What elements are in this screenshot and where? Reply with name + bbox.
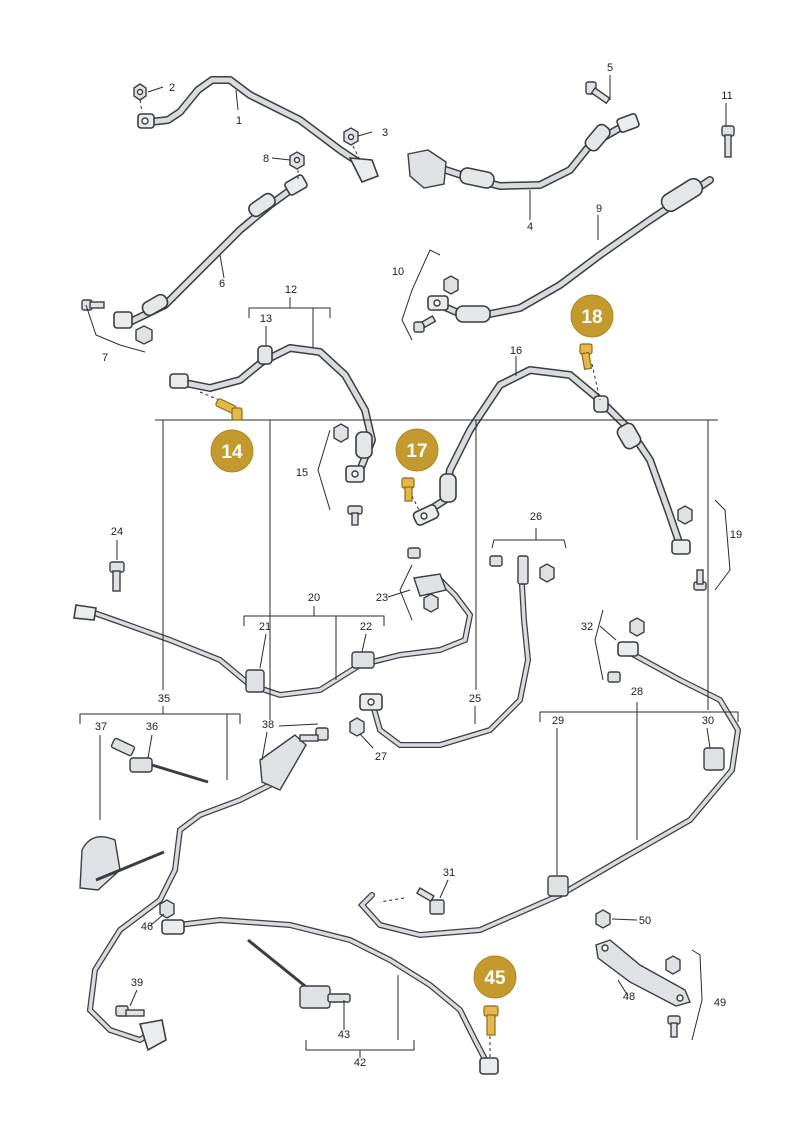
highlight-bolt-14[interactable] — [215, 398, 243, 421]
label-43: 43 — [338, 1029, 350, 1041]
bolt-7a[interactable] — [81, 299, 105, 311]
label-28: 28 — [631, 686, 643, 698]
bolt-32b[interactable] — [607, 671, 621, 683]
callout-14-label: 14 — [221, 442, 243, 463]
bolt-11[interactable] — [721, 125, 735, 158]
holder-43[interactable] — [247, 938, 351, 1009]
cable-42[interactable] — [161, 916, 499, 1075]
label-21: 21 — [259, 621, 271, 633]
label-46: 46 — [141, 921, 153, 933]
cable-16[interactable] — [412, 366, 691, 555]
label-12: 12 — [285, 284, 297, 296]
label-3: 3 — [382, 127, 388, 139]
label-23: 23 — [376, 592, 388, 604]
nut-15a[interactable] — [333, 423, 349, 443]
nut-19a[interactable] — [677, 505, 693, 525]
label-48: 48 — [623, 991, 635, 1003]
label-15: 15 — [296, 467, 308, 479]
cable-28[interactable] — [357, 641, 742, 939]
label-36: 36 — [146, 721, 158, 733]
clip-22[interactable] — [351, 651, 375, 669]
label-50: 50 — [639, 915, 651, 927]
terminal-23[interactable] — [407, 547, 447, 613]
label-1: 1 — [236, 115, 242, 127]
cable-25[interactable] — [359, 562, 532, 748]
cable-20[interactable] — [73, 577, 474, 699]
nut-8[interactable] — [289, 151, 305, 170]
label-24: 24 — [111, 526, 123, 538]
nut-2[interactable] — [133, 83, 147, 101]
label-38: 38 — [262, 719, 274, 731]
label-27: 27 — [375, 751, 387, 763]
guide-lines — [79, 75, 739, 1060]
label-32: 32 — [581, 621, 593, 633]
clip-21[interactable] — [245, 669, 265, 693]
bolt-15b[interactable] — [347, 505, 363, 526]
highlight-bolt-45[interactable] — [483, 1005, 499, 1036]
callout-18[interactable]: 18 — [570, 294, 614, 338]
bolt-38[interactable] — [299, 727, 329, 742]
label-29: 29 — [552, 715, 564, 727]
callout-17-label: 17 — [406, 441, 427, 462]
part-labels: 2 1 3 8 6 7 5 11 4 9 10 12 13 16 15 19 2… — [95, 62, 742, 1069]
label-35: 35 — [158, 693, 170, 705]
highlight-bolt-18[interactable] — [579, 343, 593, 371]
nut-50[interactable] — [595, 909, 611, 929]
label-30: 30 — [702, 715, 714, 727]
bracket-26[interactable] — [489, 555, 555, 585]
label-13: 13 — [260, 313, 272, 325]
nut-10a[interactable] — [443, 275, 459, 295]
label-26: 26 — [530, 511, 542, 523]
label-9: 9 — [596, 203, 602, 215]
callout-14[interactable]: 14 — [210, 429, 254, 473]
callout-17[interactable]: 17 — [395, 428, 439, 472]
clamp-37[interactable] — [79, 836, 165, 891]
cable-1[interactable] — [137, 76, 380, 184]
label-5: 5 — [607, 62, 613, 74]
nut-27[interactable] — [349, 717, 365, 737]
nut-3[interactable] — [343, 127, 359, 146]
label-4: 4 — [527, 221, 533, 233]
callout-45[interactable]: 45 — [473, 955, 517, 999]
label-31: 31 — [443, 867, 455, 879]
callout-18-label: 18 — [581, 307, 602, 328]
label-25: 25 — [469, 693, 481, 705]
bolt-49b[interactable] — [667, 1015, 681, 1038]
cable-6[interactable] — [113, 174, 308, 329]
cable-4[interactable] — [407, 113, 640, 190]
label-20: 20 — [308, 592, 320, 604]
nut-49a[interactable] — [665, 955, 681, 975]
label-2: 2 — [169, 82, 175, 94]
tie-36[interactable] — [110, 737, 209, 784]
bracket-48[interactable] — [595, 939, 691, 1007]
highlight-bolt-17[interactable] — [401, 477, 415, 502]
label-42: 42 — [354, 1057, 366, 1069]
label-11: 11 — [721, 90, 732, 102]
label-7: 7 — [102, 352, 108, 364]
bolt-39[interactable] — [115, 1005, 145, 1017]
bolt-24[interactable] — [109, 561, 125, 592]
label-19: 19 — [730, 529, 742, 541]
cable-35[interactable] — [86, 734, 307, 1052]
cable-15[interactable] — [169, 344, 376, 483]
bolt-19b[interactable] — [693, 569, 707, 591]
nut-32a[interactable] — [629, 617, 645, 637]
label-22: 22 — [360, 621, 372, 633]
bolt-31[interactable] — [416, 887, 445, 915]
label-49: 49 — [714, 997, 726, 1009]
label-37: 37 — [95, 721, 107, 733]
label-39: 39 — [131, 977, 143, 989]
label-8: 8 — [263, 153, 269, 165]
label-16: 16 — [510, 345, 522, 357]
label-10: 10 — [392, 266, 404, 278]
nut-7b[interactable] — [135, 325, 153, 345]
bolt-10b[interactable] — [413, 315, 437, 333]
callout-45-label: 45 — [484, 968, 506, 989]
bolt-5[interactable] — [585, 81, 611, 105]
nut-46[interactable] — [159, 899, 175, 919]
label-6: 6 — [219, 278, 225, 290]
cable-9[interactable] — [427, 176, 714, 323]
